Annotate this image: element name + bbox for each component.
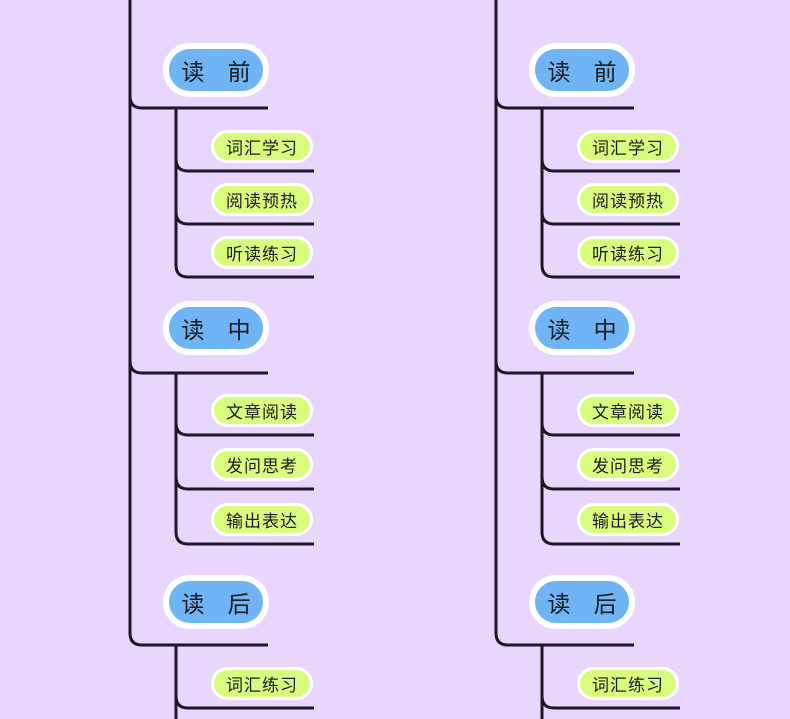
sub-item: 文章阅读	[577, 393, 679, 427]
stage-label: 读 中	[529, 301, 635, 355]
sub-item: 词汇练习	[211, 666, 313, 700]
sub-item: 发问思考	[577, 447, 679, 481]
stage-label: 读 中	[163, 301, 269, 355]
branch-lines	[540, 645, 680, 719]
stage-label: 读 后	[529, 575, 635, 629]
stage-label: 读 前	[163, 43, 269, 97]
sub-item: 词汇学习	[577, 129, 679, 163]
sub-item: 文章阅读	[211, 393, 313, 427]
sub-item: 词汇学习	[211, 129, 313, 163]
main-spine-col-1	[128, 0, 268, 647]
sub-item: 阅读预热	[211, 182, 313, 216]
sub-item: 发问思考	[211, 447, 313, 481]
sub-item: 阅读预热	[577, 182, 679, 216]
branch-lines	[174, 108, 314, 279]
branch-lines	[174, 645, 314, 719]
stage-label: 读 后	[163, 575, 269, 629]
sub-item: 听读练习	[211, 235, 313, 269]
sub-item: 听读练习	[577, 235, 679, 269]
branch-lines	[174, 373, 314, 546]
sub-item: 输出表达	[211, 502, 313, 536]
sub-item: 词汇练习	[577, 666, 679, 700]
sub-item: 输出表达	[577, 502, 679, 536]
branch-lines	[540, 373, 680, 546]
stage-label: 读 前	[529, 43, 635, 97]
main-spine-col-2	[494, 0, 634, 647]
branch-lines	[540, 108, 680, 279]
